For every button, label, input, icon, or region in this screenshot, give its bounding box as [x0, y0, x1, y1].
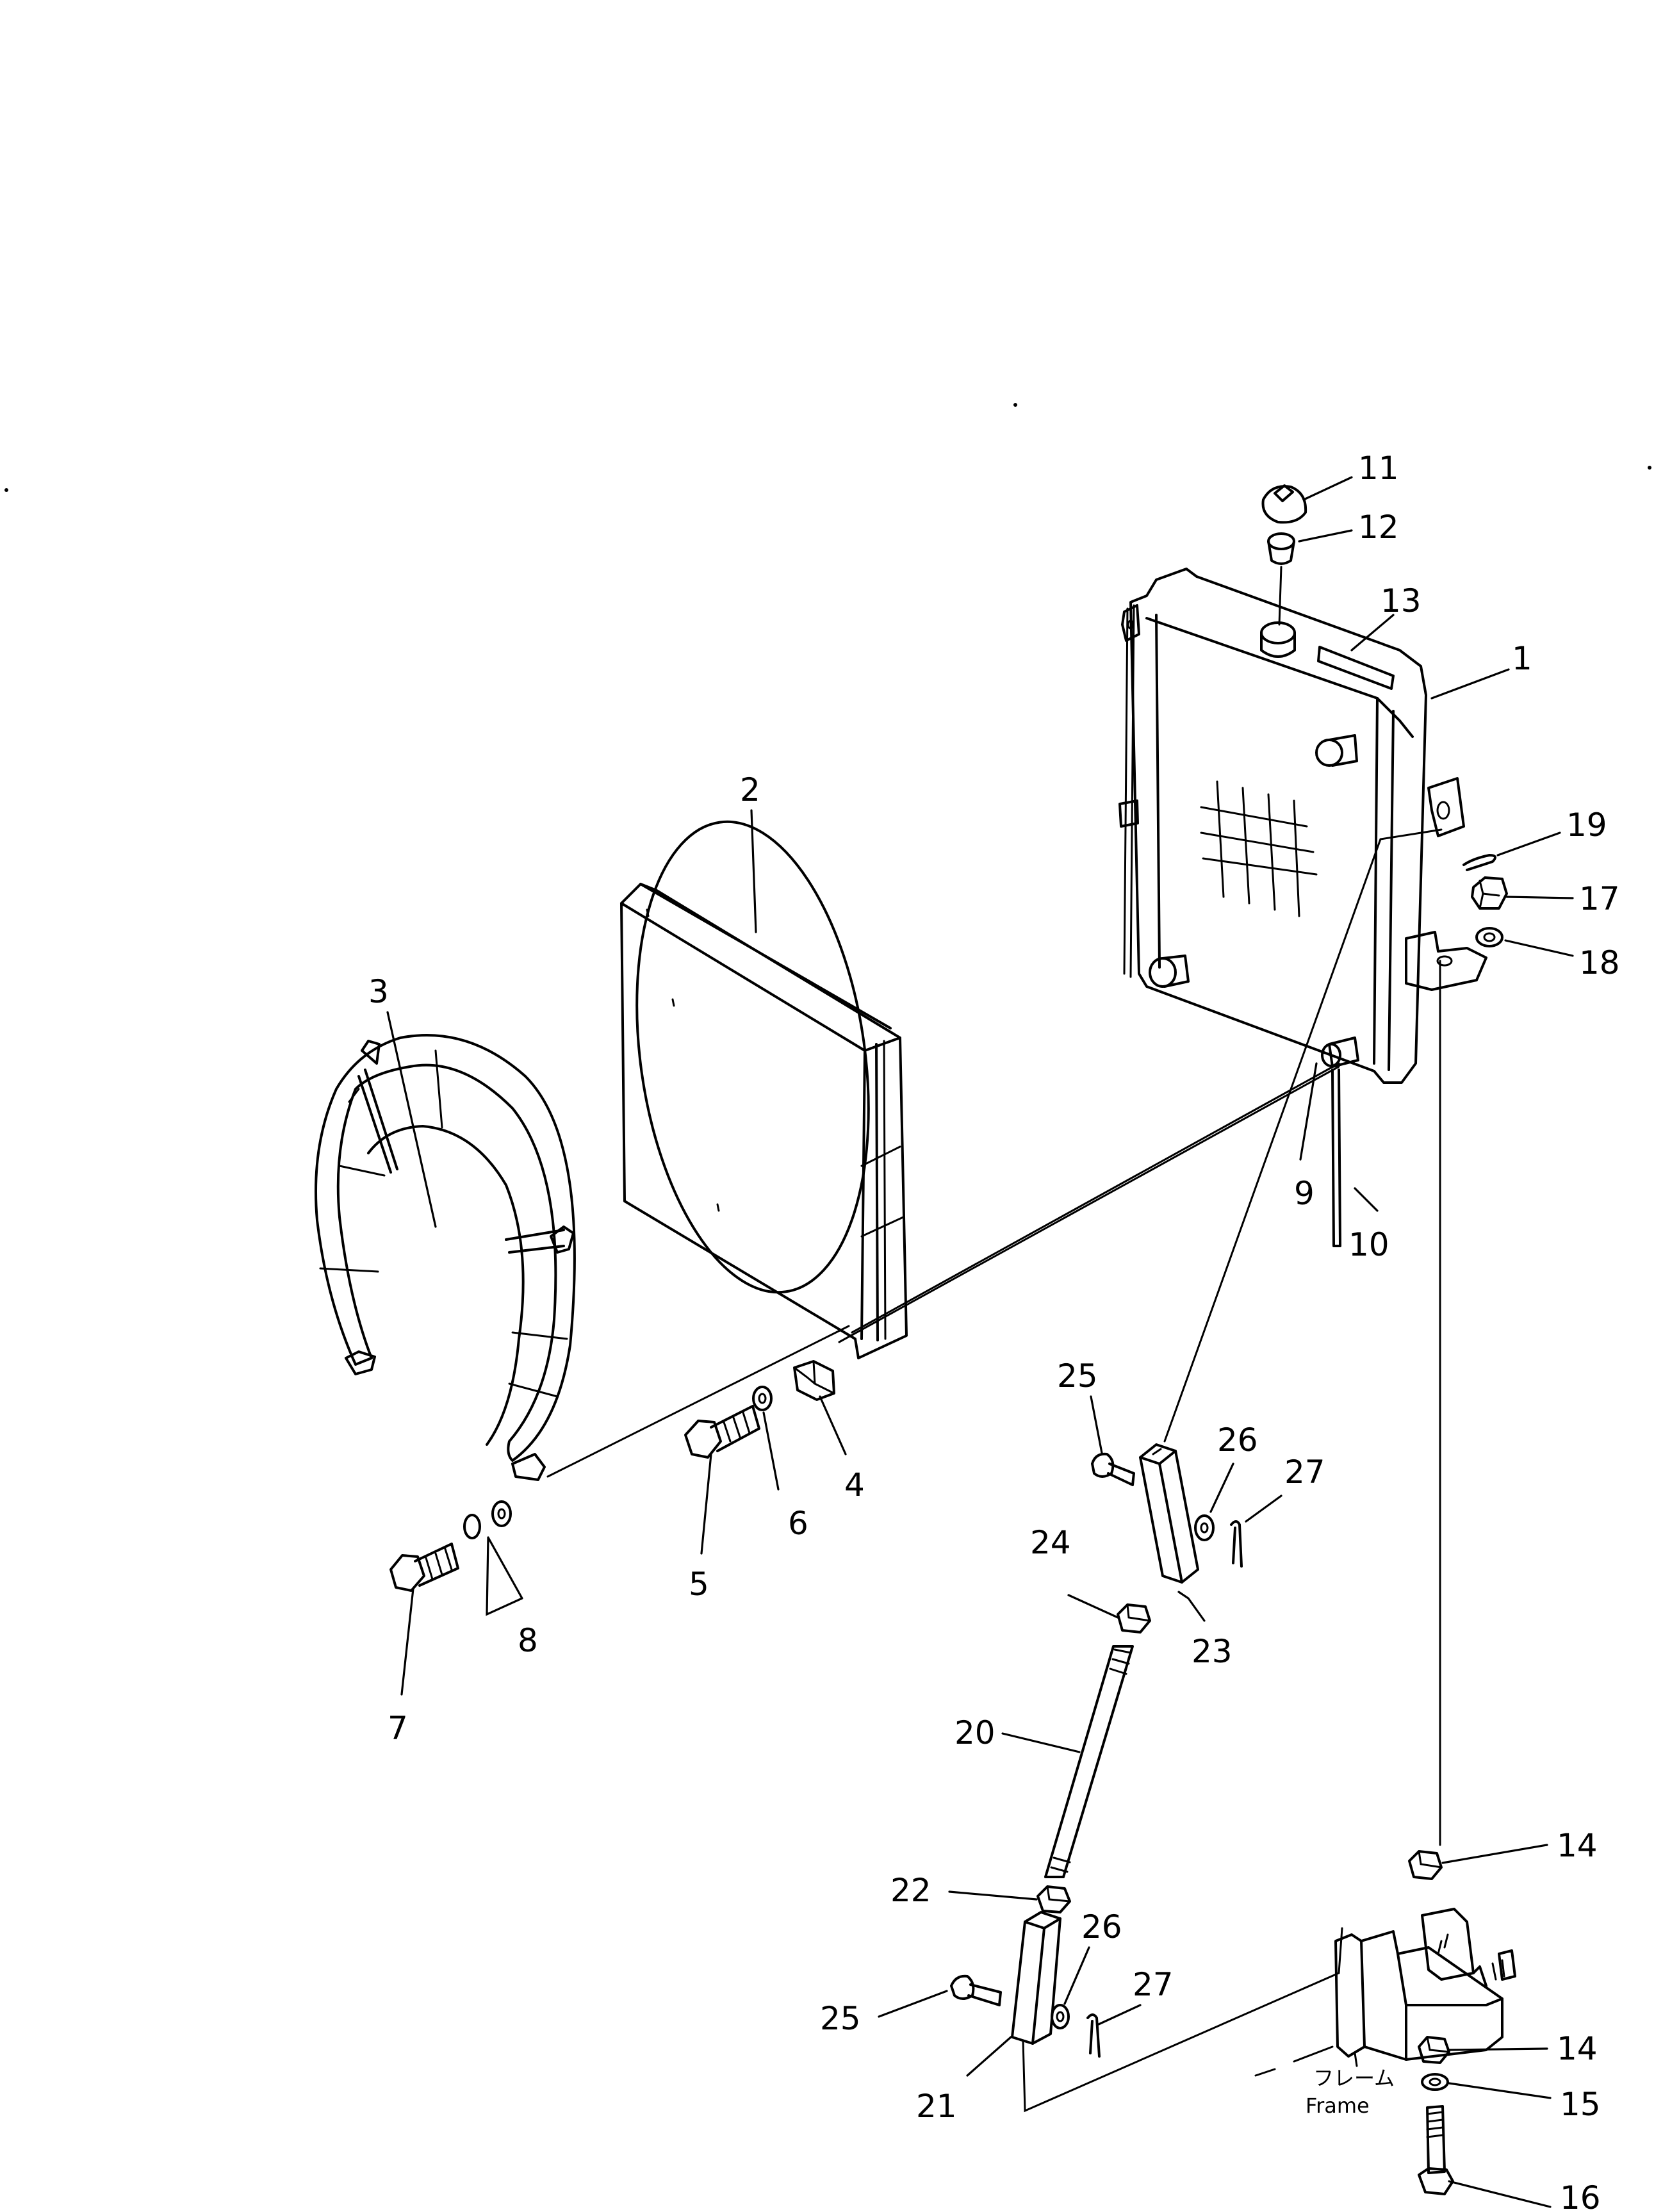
- callout-27-upper: 27: [1284, 1454, 1325, 1491]
- cotter-27-upper: [1230, 1520, 1243, 1568]
- clip: [793, 1360, 835, 1401]
- callout-6: 6: [788, 1505, 808, 1542]
- callout-27-lower: 27: [1133, 1966, 1174, 2003]
- stray-dot: [1648, 466, 1651, 470]
- callout-3: 3: [368, 973, 389, 1010]
- cap-seal: [1267, 532, 1295, 626]
- callout-14-upper: 14: [1557, 1827, 1598, 1864]
- callout-25-upper: 25: [1057, 1357, 1098, 1395]
- callout-17: 17: [1579, 880, 1620, 917]
- stray-dot: [1013, 403, 1017, 407]
- callout-26-upper: 26: [1217, 1421, 1258, 1459]
- assembly-lines: [546, 828, 1443, 2113]
- frame-bracket: [1334, 1908, 1516, 2061]
- callout-11: 11: [1358, 450, 1399, 487]
- nut-14-upper: [1408, 1850, 1443, 1880]
- callout-16: 16: [1560, 2179, 1601, 2212]
- callout-7: 7: [388, 1710, 408, 1747]
- callout-15: 15: [1560, 2086, 1601, 2123]
- callout-12: 12: [1358, 509, 1399, 546]
- washer-18: [1475, 927, 1503, 947]
- frame-label-jp: フレーム: [1313, 2066, 1395, 2090]
- leader-lines: [386, 476, 1574, 2208]
- nut-14-lower: [1418, 2036, 1450, 2064]
- frame-label-en: Frame: [1306, 2093, 1370, 2118]
- frame-label: フレーム Frame: [1306, 2066, 1395, 2118]
- callout-13: 13: [1380, 582, 1421, 619]
- radiator-cap: [1261, 484, 1307, 524]
- callout-labels: 11 12 13 1 2 3 19 17 18 9 10 4 5 6 7 8 2…: [368, 450, 1620, 2212]
- tie-rod: [1044, 1645, 1134, 1878]
- pin-19: [1462, 854, 1496, 871]
- bolt-7: [389, 1543, 459, 1592]
- callout-8: 8: [518, 1622, 538, 1659]
- callout-1: 1: [1512, 640, 1532, 677]
- callout-26-lower: 26: [1081, 1908, 1122, 1946]
- callout-23: 23: [1192, 1633, 1233, 1670]
- callout-10: 10: [1348, 1226, 1389, 1263]
- callout-24: 24: [1030, 1524, 1071, 1561]
- pin-25-upper: [1091, 1452, 1135, 1486]
- bolt-16: [1418, 2105, 1454, 2195]
- washer-15: [1421, 2073, 1449, 2091]
- block-21: [1011, 1911, 1061, 2045]
- washer-26-upper: [1194, 1514, 1215, 1541]
- radiator: [1118, 568, 1487, 1084]
- callout-19: 19: [1566, 807, 1607, 844]
- callout-2: 2: [740, 771, 760, 808]
- callout-4: 4: [844, 1466, 865, 1503]
- callout-18: 18: [1579, 944, 1620, 981]
- callout-21: 21: [916, 2088, 957, 2125]
- block-23: [1139, 1443, 1199, 1584]
- fan-guard: [315, 1034, 576, 1481]
- callout-25-lower: 25: [820, 2000, 861, 2037]
- nut-24: [1117, 1603, 1151, 1634]
- nut-17: [1471, 876, 1508, 910]
- callout-14-lower: 14: [1557, 2030, 1598, 2067]
- callout-9: 9: [1294, 1175, 1315, 1212]
- cotter-27-lower: [1086, 2013, 1101, 2058]
- nut-22: [1036, 1885, 1071, 1913]
- washer-6: [752, 1386, 773, 1411]
- callout-5: 5: [689, 1566, 709, 1603]
- callout-22: 22: [890, 1872, 931, 1909]
- stray-dot: [4, 488, 8, 492]
- callout-20: 20: [954, 1714, 995, 1751]
- bolt-5: [684, 1405, 760, 1459]
- lock-washer-8: [463, 1514, 481, 1539]
- drain-hose: [1331, 1069, 1341, 1247]
- fan-shroud: [620, 820, 908, 1359]
- pin-25-lower: [950, 1974, 1002, 2006]
- washer-26-lower: [1051, 2004, 1070, 2029]
